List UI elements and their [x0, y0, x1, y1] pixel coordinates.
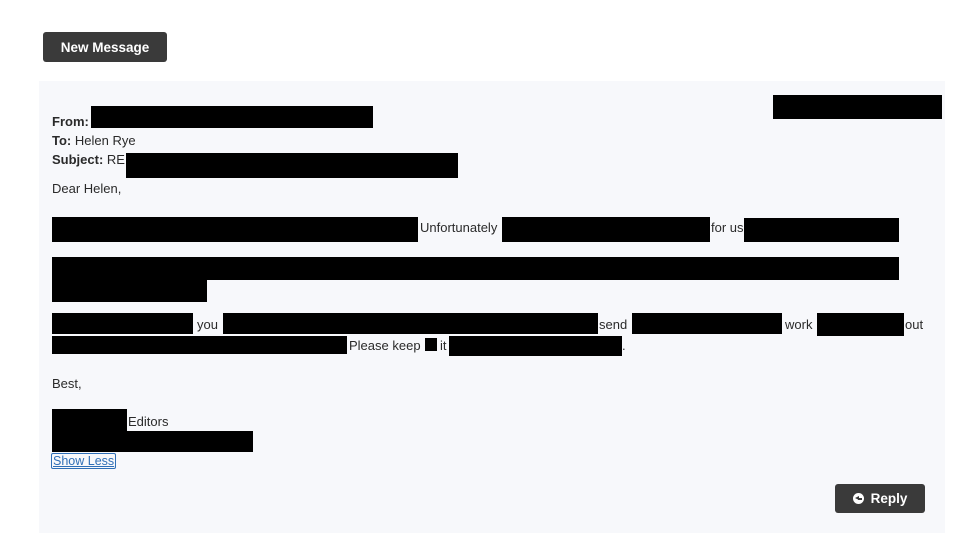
- show-less-link[interactable]: Show Less: [51, 453, 117, 469]
- redacted-text: [632, 313, 782, 334]
- redacted-text: [52, 313, 193, 334]
- subject-label: Subject:: [52, 152, 104, 167]
- redacted-text: [52, 257, 899, 280]
- body-word: Unfortunately: [420, 220, 498, 235]
- redacted-text: [52, 217, 418, 242]
- body-word: .: [622, 338, 626, 353]
- reply-button[interactable]: Reply: [835, 484, 925, 513]
- reply-icon: [852, 493, 864, 504]
- redacted-signature: [52, 409, 127, 431]
- redacted-text: [449, 336, 622, 356]
- redacted-text: [52, 280, 207, 302]
- redacted-signature: [52, 431, 253, 452]
- redacted-text: [223, 313, 598, 334]
- subject-row: Subject: RE:: [52, 152, 129, 168]
- body-word: you: [197, 317, 218, 332]
- subject-prefix: RE:: [106, 152, 129, 167]
- redacted-text: [744, 218, 899, 242]
- message-panel: [39, 81, 945, 533]
- new-message-button[interactable]: New Message: [43, 32, 167, 62]
- to-value: Helen Rye: [74, 133, 136, 148]
- body-word: send: [599, 317, 628, 332]
- to-label: To:: [52, 133, 72, 148]
- body-word: for us: [711, 220, 744, 235]
- greeting: Dear Helen,: [52, 181, 122, 196]
- redacted-text: [502, 217, 710, 242]
- from-label: From:: [52, 114, 89, 129]
- signature-suffix: Editors: [128, 414, 169, 429]
- to-row: To: Helen Rye: [52, 133, 136, 149]
- redacted-date: [773, 95, 942, 119]
- body-word: Please keep: [349, 338, 421, 353]
- body-word: work: [785, 317, 813, 332]
- body-word: out: [905, 317, 924, 332]
- redacted-text: [52, 336, 347, 354]
- redacted-sender: [91, 106, 373, 128]
- redacted-subject: [126, 153, 458, 178]
- signoff: Best,: [52, 376, 82, 391]
- reply-label: Reply: [870, 491, 908, 506]
- redacted-text: [425, 338, 437, 351]
- body-word: it: [440, 338, 447, 353]
- redacted-text: [817, 313, 904, 336]
